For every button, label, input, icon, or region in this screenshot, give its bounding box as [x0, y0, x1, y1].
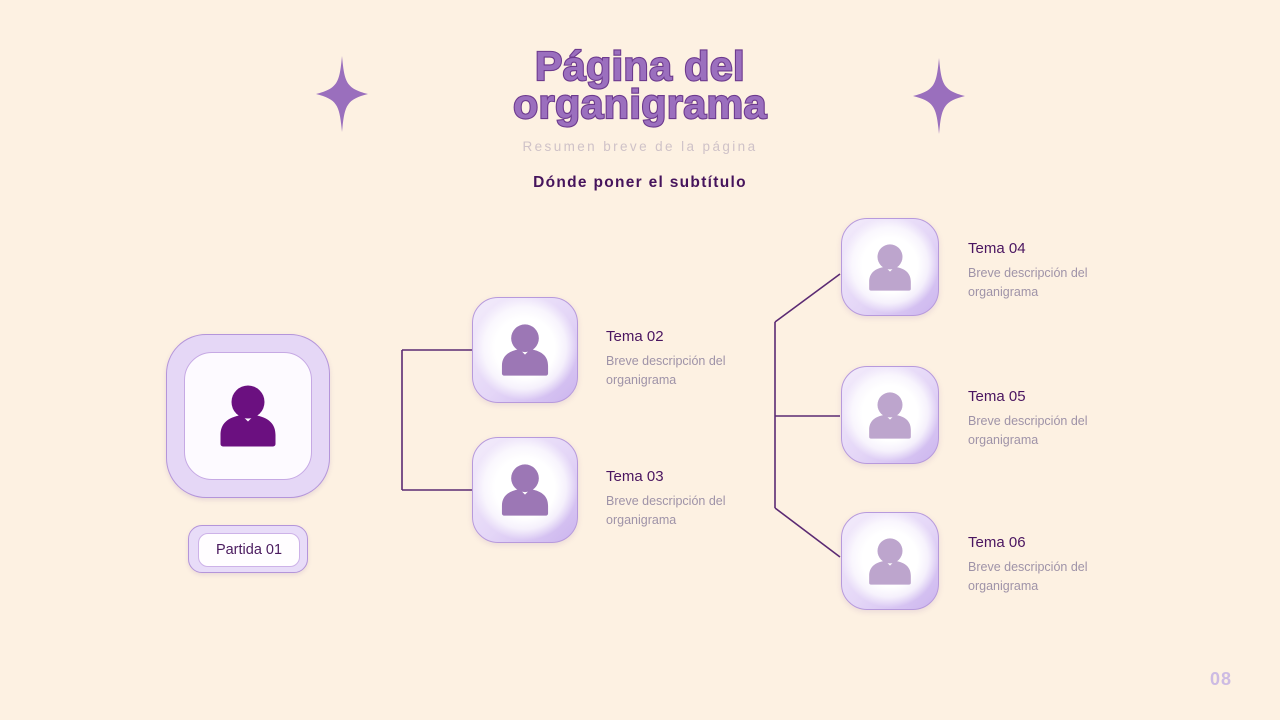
- page-title-line2: organigrama: [512, 80, 768, 127]
- node-tema-02-title: Tema 02: [606, 328, 664, 345]
- page-subtitle: Dónde poner el subtítulo: [533, 174, 747, 192]
- root-node[interactable]: [166, 334, 330, 498]
- sparkle-right: [913, 58, 965, 134]
- node-tema-03-text: Tema 03 Breve descripción del organigram…: [606, 468, 756, 530]
- node-tema-03-tile: [472, 437, 578, 543]
- person-icon: [501, 464, 549, 516]
- node-tema-04-title: Tema 04: [968, 240, 1026, 257]
- person-icon: [501, 324, 549, 376]
- node-tema-04-desc: Breve descripción del organigrama: [968, 266, 1088, 299]
- node-tema-06-desc: Breve descripción del organigrama: [968, 560, 1088, 593]
- page-number: 08: [1209, 669, 1232, 689]
- root-badge-label: Partida 01: [198, 533, 300, 567]
- node-tema-06-title: Tema 06: [968, 534, 1026, 551]
- person-icon: [869, 243, 911, 291]
- node-tema-04-text: Tema 04 Breve descripción del organigram…: [968, 240, 1118, 302]
- root-node-card: [184, 352, 312, 480]
- person-icon: [869, 391, 911, 439]
- connector-to-tema-06: [774, 507, 841, 558]
- page-tagline: Resumen breve de la página: [522, 139, 758, 155]
- page-title: Página del organigrama: [0, 43, 1280, 127]
- connector-to-tema-04: [774, 273, 841, 323]
- node-tema-03-desc: Breve descripción del organigrama: [606, 494, 726, 527]
- node-tema-02-text: Tema 02 Breve descripción del organigram…: [606, 328, 756, 390]
- node-tema-05-tile: [841, 366, 939, 464]
- node-tema-06-tile: [841, 512, 939, 610]
- root-badge[interactable]: Partida 01: [188, 525, 308, 573]
- node-tema-05-title: Tema 05: [968, 388, 1026, 405]
- node-tema-04-tile: [841, 218, 939, 316]
- person-icon: [220, 385, 276, 447]
- node-tema-02-tile: [472, 297, 578, 403]
- node-tema-03-title: Tema 03: [606, 468, 664, 485]
- node-tema-02-desc: Breve descripción del organigrama: [606, 354, 726, 387]
- slide-header: Página del organigrama Resumen breve de …: [0, 0, 1280, 192]
- node-tema-06-text: Tema 06 Breve descripción del organigram…: [968, 534, 1118, 596]
- node-tema-05-desc: Breve descripción del organigrama: [968, 414, 1088, 447]
- node-tema-05-text: Tema 05 Breve descripción del organigram…: [968, 388, 1118, 450]
- person-icon: [869, 537, 911, 585]
- sparkle-left: [316, 56, 368, 132]
- page-title-line1: Página del: [534, 43, 746, 89]
